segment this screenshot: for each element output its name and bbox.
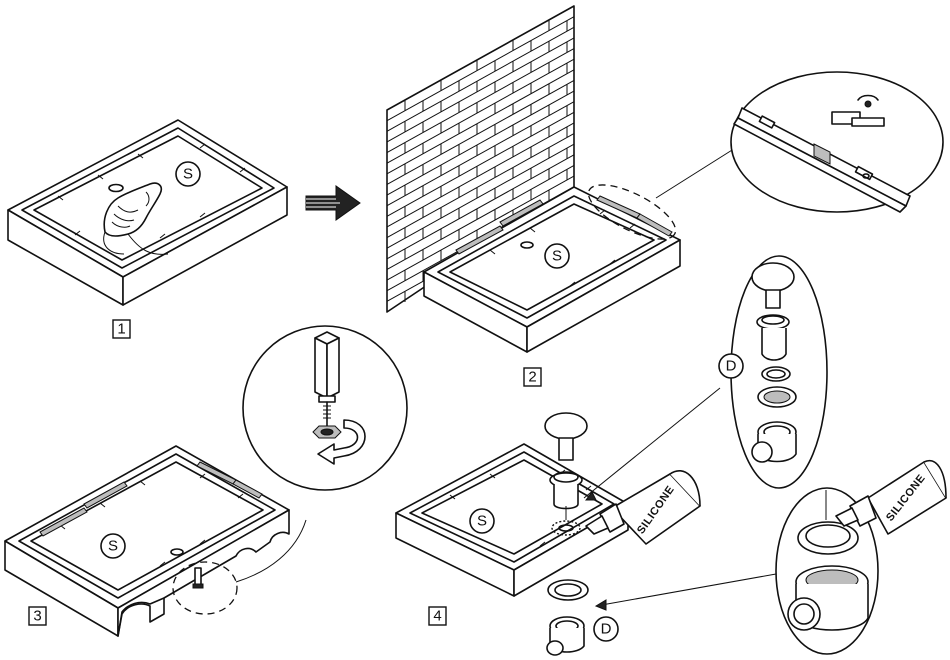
silicone-marker-panel-2: S [545, 244, 569, 268]
drain-marker-label: D [726, 358, 737, 375]
panel-1-tray: S 1 [8, 120, 287, 338]
silicone-marker-label: S [477, 513, 487, 530]
zoom-detail-drain-sealing: SILICONE [776, 461, 946, 654]
drain-marker-detail: D [719, 354, 743, 378]
panel-2-wall-install: S 2 [387, 6, 683, 386]
panel-3-leveling: S 3 [5, 446, 289, 636]
silicone-marker-label: S [108, 538, 118, 555]
silicone-marker-panel-4: S [470, 509, 494, 533]
step-4-number: 4 [433, 608, 441, 625]
zoom-detail-spirit-level [656, 72, 943, 212]
silicone-marker-label: S [183, 166, 193, 183]
step-2-number: 2 [528, 369, 536, 386]
step-3-number: 3 [33, 608, 41, 625]
step-1-number: 1 [117, 321, 125, 338]
drain-marker-panel-4: D [594, 617, 618, 641]
silicone-marker-panel-3: S [101, 534, 125, 558]
arrow-right-icon [306, 186, 360, 220]
panel-4-drain-install: S D SILICONE [396, 388, 776, 655]
drain-marker-label: D [601, 621, 612, 638]
zoom-detail-drain-parts: D [719, 256, 827, 488]
silicone-bottle-detail: SILICONE [836, 461, 946, 534]
silicone-marker-panel-1: S [176, 162, 200, 186]
silicone-marker-label: S [552, 248, 562, 265]
